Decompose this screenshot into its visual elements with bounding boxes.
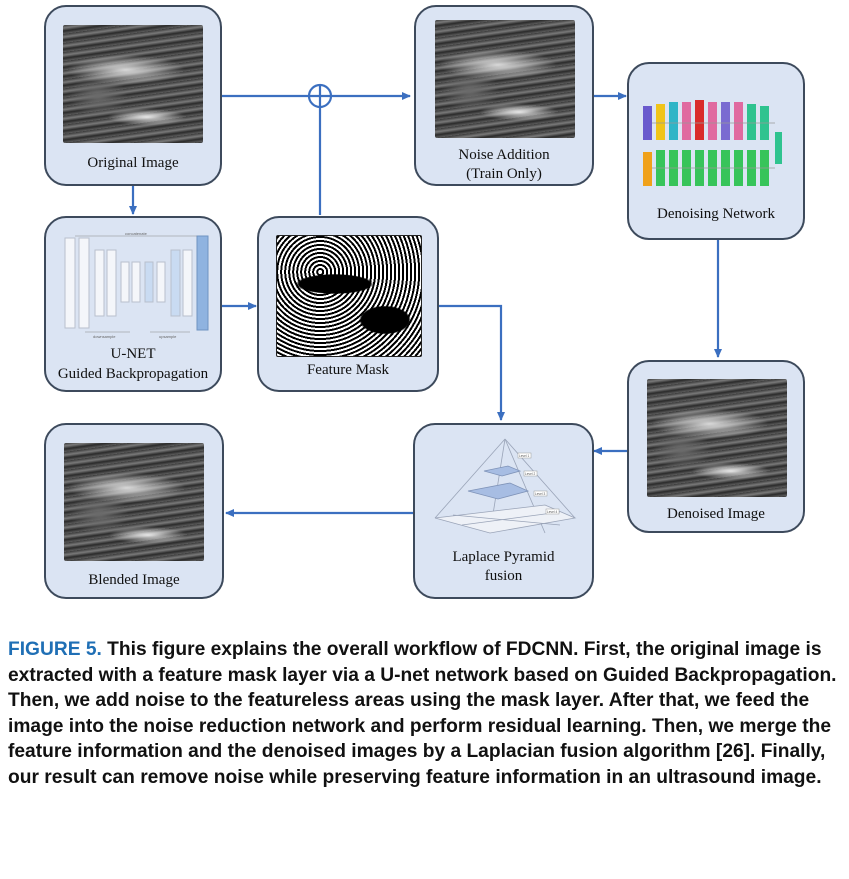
- plus-junction-icon: [307, 83, 333, 109]
- laplace-pyramid-icon: Level 1 Level 2 Level 3 Level 4: [434, 438, 577, 534]
- feature-mask-label: Feature Mask: [306, 362, 390, 378]
- unet-sublabel: Guided Backpropagation: [57, 366, 209, 382]
- node-noise-addition: Noise Addition (Train Only): [414, 5, 594, 186]
- arrow-mask-to-laplace: [439, 304, 505, 421]
- blended-image-thumbnail: [64, 443, 204, 561]
- denoising-network-label: Denoising Network: [657, 206, 775, 222]
- noise-addition-sublabel: (Train Only): [466, 166, 542, 182]
- node-denoised-image: Denoised Image: [627, 360, 805, 533]
- unet-architecture-icon: concatenate downsample upsample: [64, 231, 209, 339]
- pyramid-level-4-text: Level 4: [547, 510, 558, 514]
- denoised-image-thumbnail: [647, 379, 787, 497]
- pyramid-level-1-text: Level 1: [519, 454, 530, 458]
- pyramid-level-2-text: Level 2: [525, 472, 536, 476]
- figure-label: FIGURE 5.: [8, 639, 102, 660]
- node-unet: concatenate downsample upsample U-NET Gu…: [44, 216, 222, 392]
- original-image-label: Original Image: [87, 155, 179, 171]
- node-blended-image: Blended Image: [44, 423, 224, 599]
- noise-image-thumbnail: [435, 20, 575, 138]
- node-original-image: Original Image: [44, 5, 222, 186]
- node-laplace-pyramid: Level 1 Level 2 Level 3 Level 4 Laplace …: [413, 423, 594, 599]
- unet-concatenate-text: concatenate: [125, 231, 148, 236]
- pyramid-level-3-text: Level 3: [535, 492, 546, 496]
- unet-upsample-text: upsample: [159, 334, 177, 339]
- cnn-layers-icon: [643, 100, 782, 186]
- feature-mask-thumbnail: [276, 235, 422, 357]
- node-feature-mask: Feature Mask: [257, 216, 439, 392]
- laplace-pyramid-sublabel: fusion: [484, 568, 523, 584]
- original-image-thumbnail: [63, 25, 203, 143]
- laplace-pyramid-label: Laplace Pyramid: [452, 549, 555, 565]
- figure-caption-text: This figure explains the overall workflo…: [8, 639, 837, 788]
- noise-addition-label: Noise Addition: [458, 147, 550, 163]
- denoised-image-label: Denoised Image: [667, 506, 765, 522]
- node-denoising-network: Denoising Network: [627, 62, 805, 240]
- unet-label: U-NET: [110, 346, 156, 362]
- blended-image-label: Blended Image: [88, 572, 180, 588]
- figure-caption: FIGURE 5. This figure explains the overa…: [8, 637, 844, 791]
- unet-downsample-text: downsample: [93, 334, 116, 339]
